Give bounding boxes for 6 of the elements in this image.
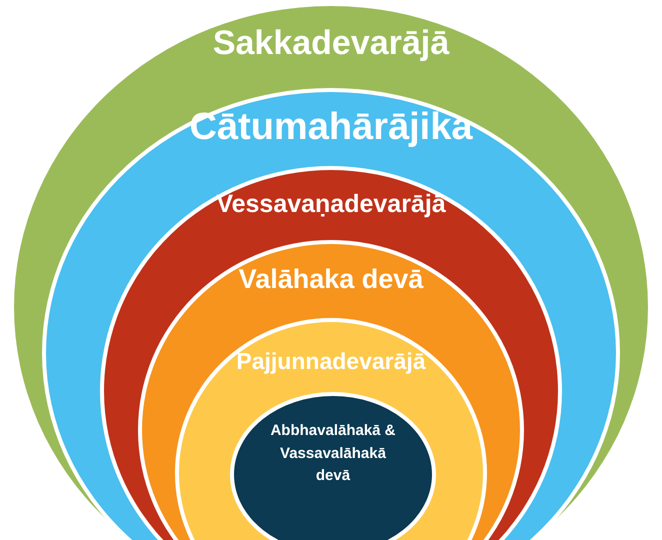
band-label: Pajjunnadevarājā	[235, 348, 427, 375]
band-label: Sakkadevarājā	[212, 24, 450, 63]
band-label: Vessavaṇadevarājā	[215, 190, 447, 219]
band-label: Cātumahārājika	[188, 106, 474, 149]
band-label: Abbhavalāhakā & Vassavalāhakā devā	[269, 421, 397, 486]
band-label: Valāhaka devā	[238, 264, 424, 295]
